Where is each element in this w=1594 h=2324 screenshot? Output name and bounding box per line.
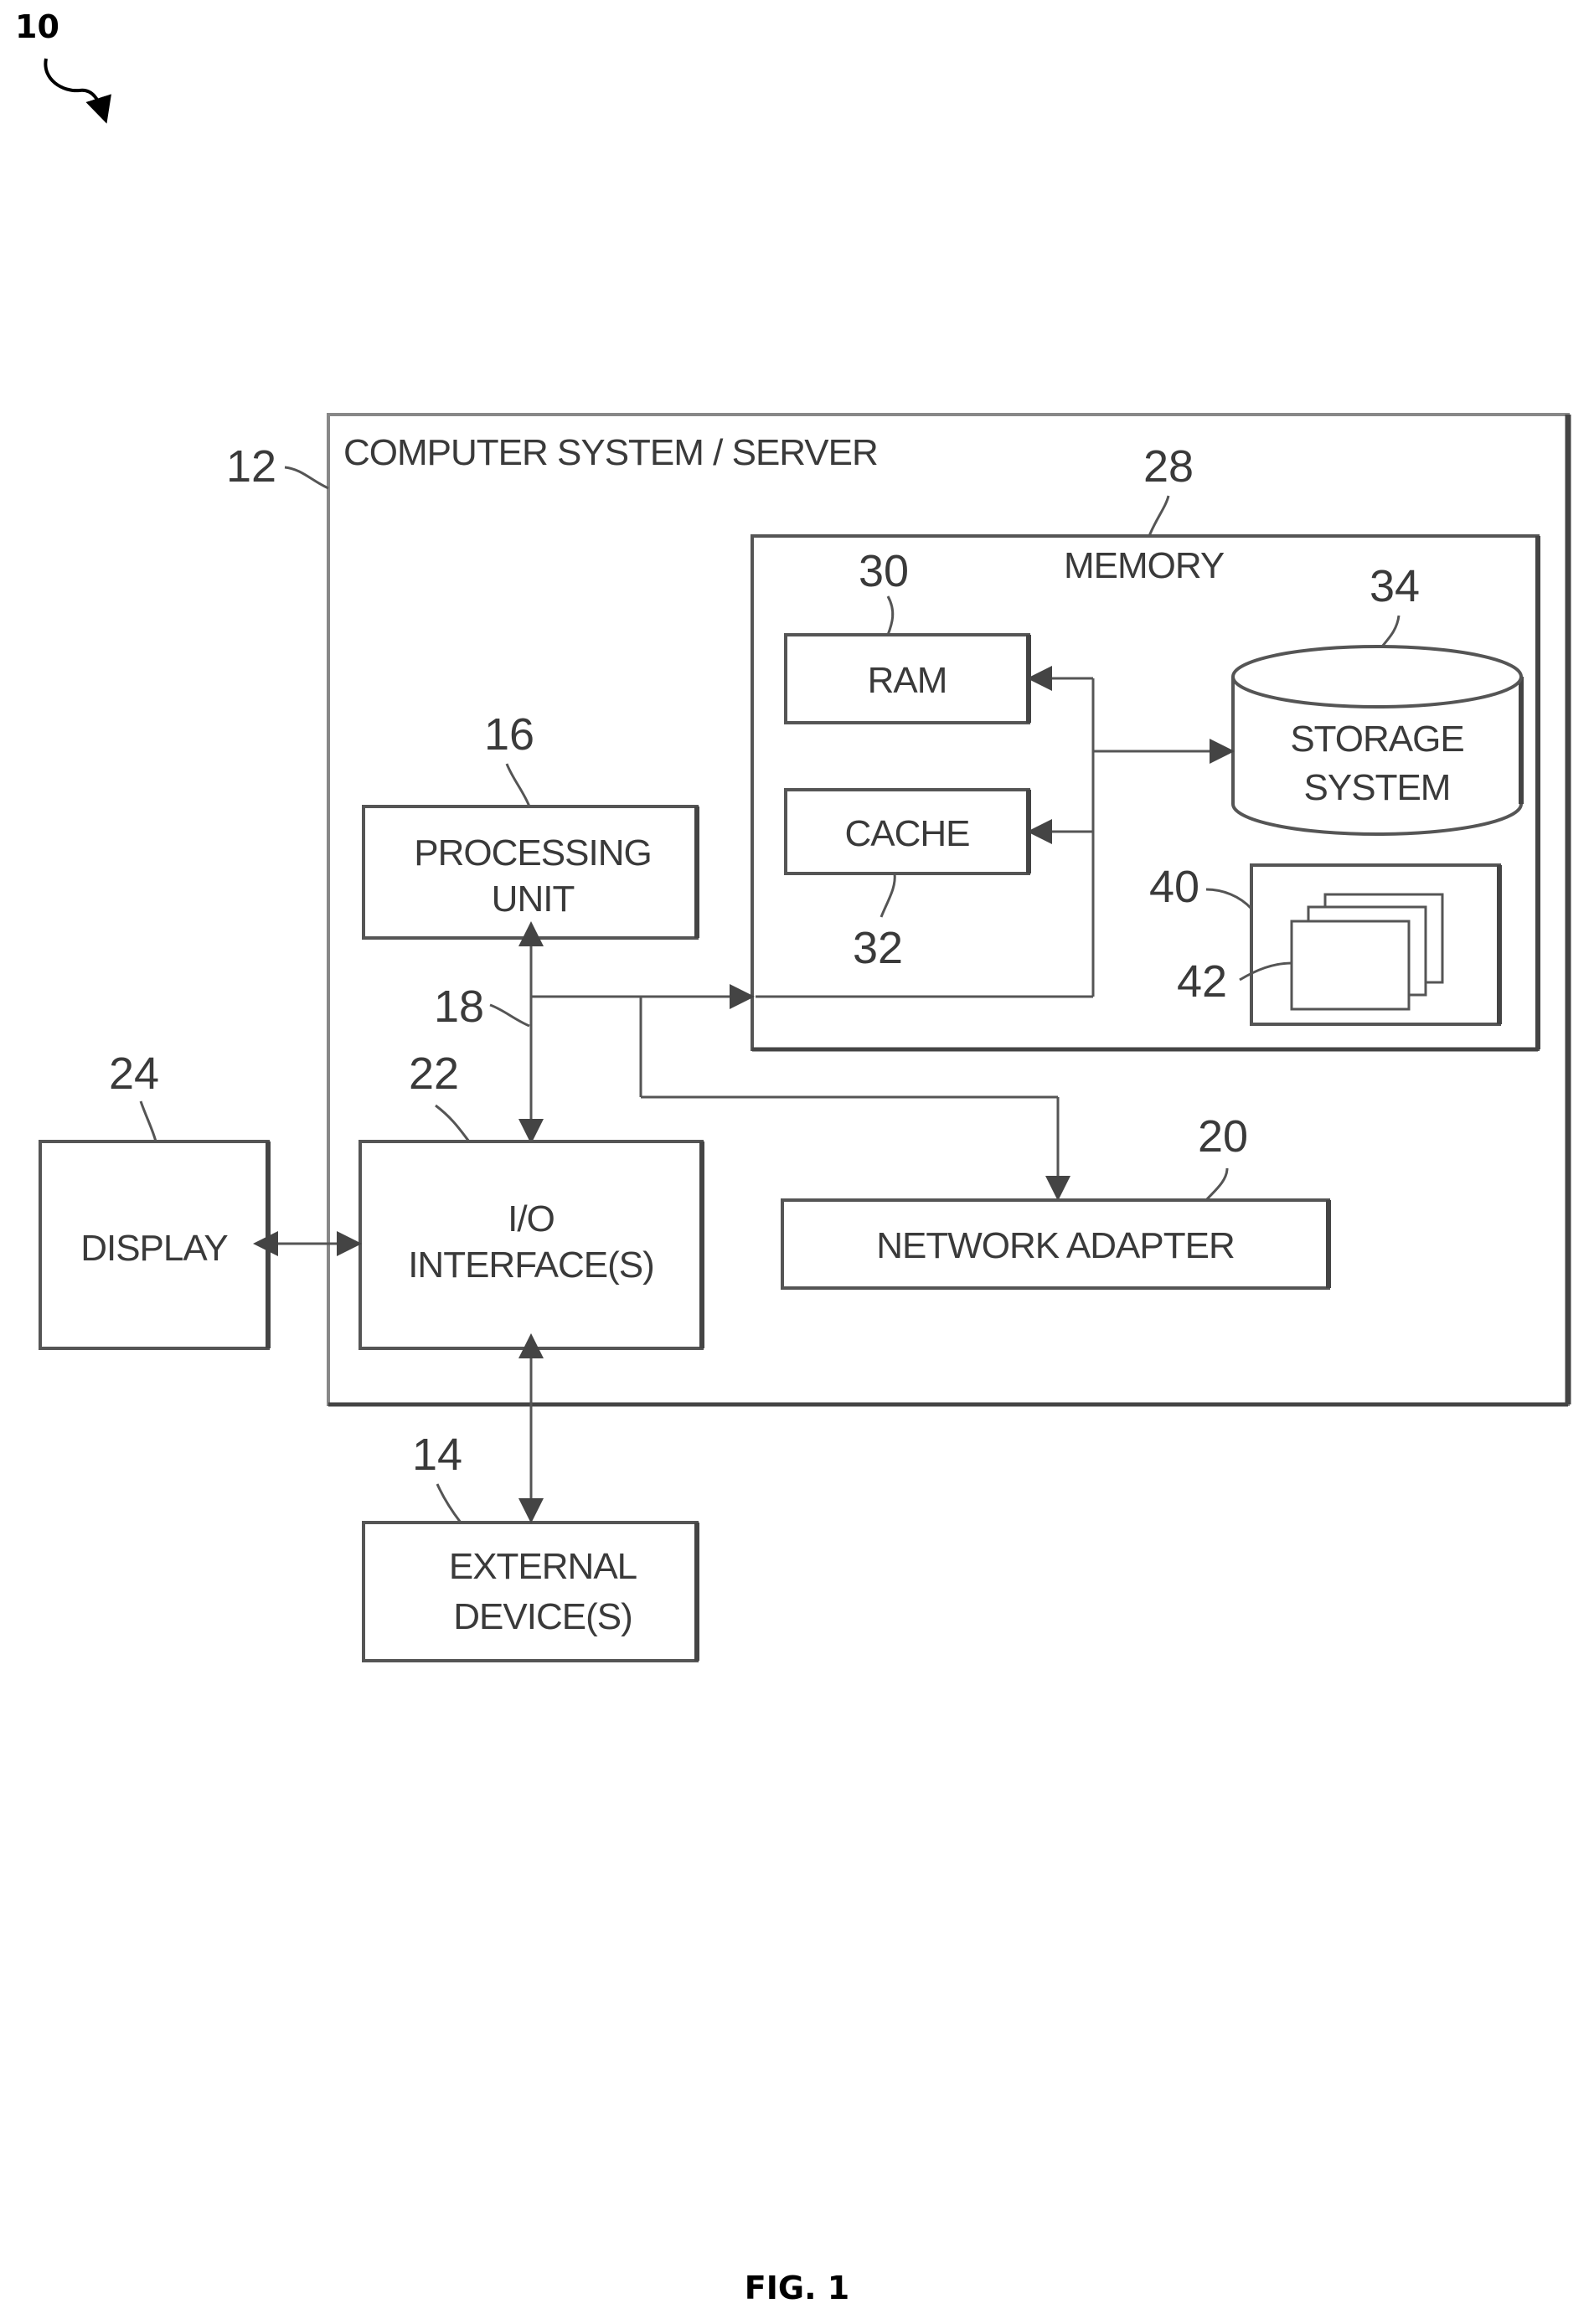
ref-14: 14	[412, 1430, 462, 1480]
storage-line2: SYSTEM	[1304, 767, 1451, 808]
ref-24: 24	[109, 1049, 159, 1099]
storage-line1: STORAGE	[1290, 719, 1463, 760]
figure-ref-arrow	[45, 59, 105, 117]
external-devices-box: EXTERNAL DEVICE(S)	[364, 1523, 697, 1661]
ref-12: 12	[226, 441, 276, 492]
figure-caption: FIG. 1	[0, 2270, 1594, 2306]
ref-40: 40	[1149, 862, 1199, 912]
ref-16: 16	[484, 709, 534, 760]
storage-system-cylinder: STORAGE SYSTEM	[1233, 647, 1521, 834]
ref-42: 42	[1177, 956, 1227, 1007]
io-interface-box: I/O INTERFACE(S)	[360, 1141, 702, 1348]
ref-32: 32	[853, 923, 903, 973]
processing-line2: UNIT	[492, 879, 575, 920]
memory-label: MEMORY	[1064, 545, 1225, 586]
ref-18: 18	[434, 982, 484, 1032]
io-line2: INTERFACE(S)	[408, 1244, 654, 1286]
ref-20: 20	[1198, 1111, 1248, 1162]
computer-system-label: COMPUTER SYSTEM / SERVER	[343, 432, 878, 473]
processing-unit-box: PROCESSING UNIT	[364, 806, 697, 938]
ref-28: 28	[1143, 441, 1194, 492]
display-box: DISPLAY	[40, 1141, 268, 1348]
cache-label: CACHE	[844, 813, 969, 854]
ref-30: 30	[859, 546, 909, 596]
io-line1: I/O	[508, 1198, 555, 1239]
ref-34: 34	[1370, 561, 1420, 611]
display-label: DISPLAY	[80, 1228, 228, 1269]
network-adapter-label: NETWORK ADAPTER	[876, 1225, 1235, 1266]
network-adapter-box: NETWORK ADAPTER	[782, 1200, 1328, 1288]
ref-22: 22	[409, 1049, 459, 1099]
external-line2: DEVICE(S)	[453, 1596, 632, 1637]
ram-box: RAM	[786, 635, 1029, 723]
program-box	[1251, 865, 1499, 1024]
processing-line1: PROCESSING	[414, 832, 651, 873]
cache-box: CACHE	[786, 790, 1029, 873]
external-line1: EXTERNAL	[449, 1546, 637, 1587]
ram-label: RAM	[868, 660, 947, 701]
